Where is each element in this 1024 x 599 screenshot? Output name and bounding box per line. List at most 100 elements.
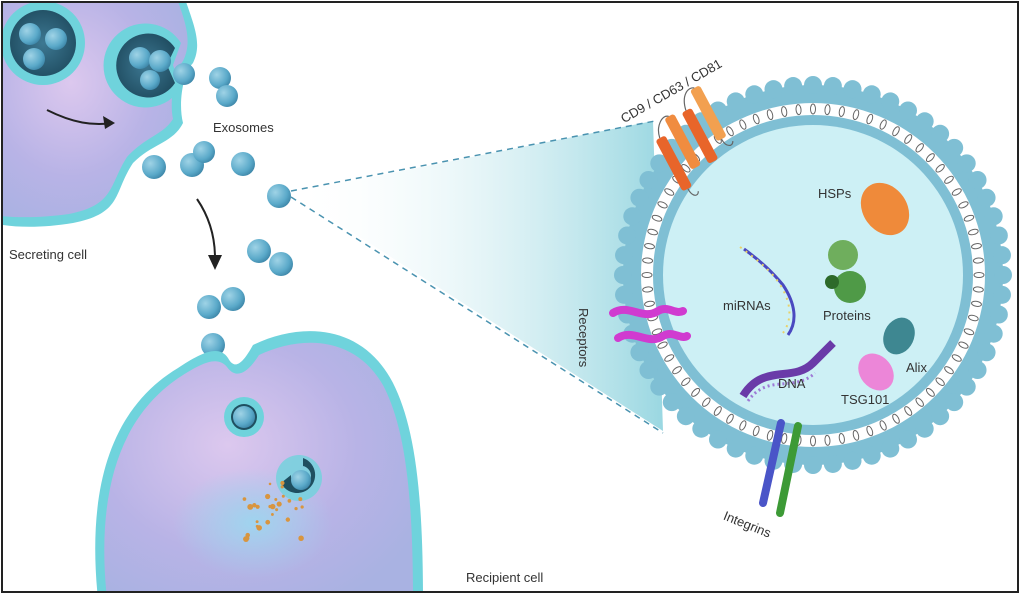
cargo-dot <box>268 504 272 509</box>
lipid-tail <box>795 104 802 116</box>
lipid-tail <box>915 143 924 153</box>
released-exosomes <box>142 63 293 357</box>
lipid-tail <box>810 435 816 447</box>
cargo-dot <box>265 519 271 525</box>
bilayer-head <box>614 266 632 284</box>
label-secreting-cell: Secreting cell <box>9 247 88 262</box>
lipid-tail <box>781 106 788 117</box>
bilayer-head <box>977 343 996 362</box>
lipid-tail <box>664 354 675 362</box>
lipid-tail <box>852 429 860 441</box>
lipid-tail <box>644 243 655 250</box>
lipid-tail <box>739 420 747 431</box>
lipid-tail <box>824 434 831 446</box>
label-tsg101: TSG101 <box>841 392 890 407</box>
label-receptors: Receptors <box>576 308 591 368</box>
bilayer-head <box>899 101 917 120</box>
exosome-diagram <box>3 3 1012 591</box>
lipid-tail <box>971 300 982 307</box>
bilayer-head <box>931 407 950 426</box>
tetraspanin-protein <box>656 86 734 196</box>
bilayer-head <box>709 430 727 449</box>
lipid-tail <box>967 314 979 322</box>
bilayer-head <box>784 77 803 96</box>
bilayer-head <box>881 439 900 458</box>
bilayer-head <box>615 246 634 265</box>
bilayer-head <box>650 377 669 396</box>
bilayer-head <box>968 361 987 379</box>
tsg101-protein <box>858 353 894 391</box>
bilayer-head <box>662 393 681 412</box>
bilayer-head <box>804 76 822 94</box>
lipid-tail <box>752 113 760 125</box>
bilayer-head <box>618 226 637 245</box>
receptor-proteins <box>609 305 691 344</box>
lipid-tail <box>852 109 860 121</box>
lipid-tail <box>664 188 675 196</box>
cargo-dot <box>268 482 272 486</box>
bilayer-head <box>977 188 996 207</box>
lipid-tail <box>752 425 760 437</box>
bilayer-head <box>692 419 711 438</box>
bilayer-head <box>823 454 842 473</box>
bilayer-head <box>650 154 669 173</box>
label-hsps: HSPs <box>818 186 852 201</box>
bilayer-head <box>623 207 642 226</box>
lipid-tail <box>838 433 845 444</box>
lipid-tail <box>915 397 924 407</box>
lipid-tail <box>766 429 774 441</box>
lipid-tail <box>944 175 954 184</box>
bilayer-head <box>639 361 658 379</box>
lipid-tail <box>866 425 874 437</box>
lipid-tail <box>935 164 945 173</box>
cargo-dot <box>280 480 285 486</box>
lipid-tail <box>951 354 962 362</box>
label-recipient-cell: Recipient cell <box>466 570 544 585</box>
bilayer-head <box>989 226 1008 245</box>
lipid-tail <box>925 153 935 163</box>
cargo-dot <box>255 504 260 509</box>
lipid-tail <box>967 228 979 236</box>
lipid-tail <box>972 286 984 293</box>
label-alix: Alix <box>906 360 927 375</box>
cargo-dot <box>242 497 247 501</box>
lipid-tail <box>691 387 701 397</box>
lipid-tail <box>644 300 655 307</box>
cargo-dot <box>275 508 279 512</box>
bilayer-head <box>957 154 976 173</box>
cargo-dot <box>265 493 271 500</box>
proteins-cluster <box>825 240 866 303</box>
arrow-to-recipient <box>196 198 222 270</box>
cargo-dot <box>252 503 257 508</box>
lipid-tail <box>641 272 653 278</box>
bilayer-head <box>764 80 783 99</box>
cargo-dot <box>287 499 292 503</box>
cargo-dot <box>276 501 282 507</box>
cargo-dot <box>270 503 276 510</box>
bilayer-head <box>843 80 862 99</box>
bilayer-head <box>968 171 987 189</box>
lipid-tail <box>810 103 816 115</box>
cargo-dot <box>247 503 254 510</box>
lipid-tail <box>963 214 975 222</box>
label-proteins: Proteins <box>823 308 871 323</box>
bilayer-head <box>989 305 1008 324</box>
lipid-tail <box>657 341 668 349</box>
alix-protein <box>883 317 915 355</box>
lipid-tail <box>892 126 900 137</box>
cargo-dot <box>294 506 298 511</box>
lipid-tail <box>866 113 874 125</box>
lipid-tail <box>642 286 654 293</box>
lipid-tail <box>713 406 722 416</box>
lipid-tail <box>935 377 945 386</box>
bilayer-head <box>957 377 976 396</box>
lipid-tail <box>944 366 954 375</box>
lipid-tail <box>879 420 887 431</box>
cargo-dot <box>271 513 274 516</box>
cargo-dot <box>246 536 250 540</box>
lipid-tail <box>892 413 900 424</box>
bilayer-head <box>881 92 900 111</box>
lipid-tail <box>904 406 913 416</box>
lipid-tail <box>972 257 984 264</box>
lipid-tail <box>958 341 969 349</box>
